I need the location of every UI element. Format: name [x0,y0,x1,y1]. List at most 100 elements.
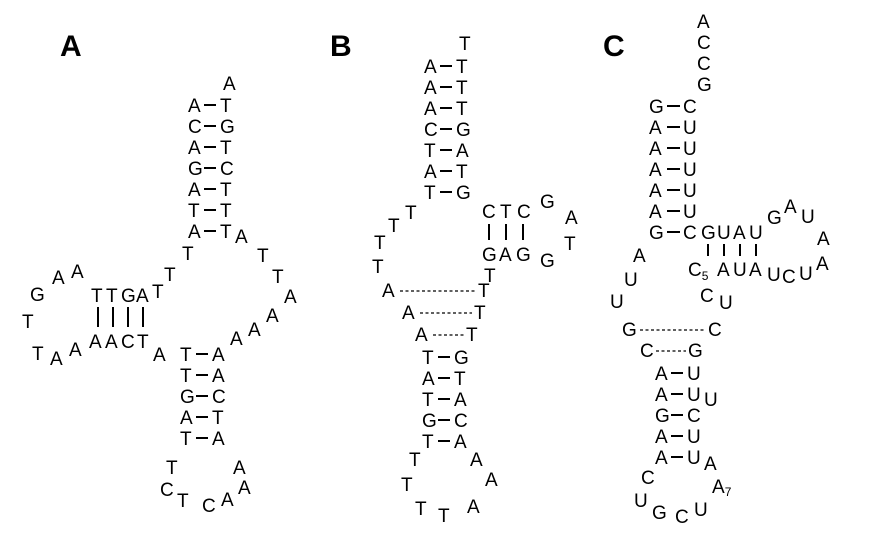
stem-base-left: G [655,406,670,427]
stem-base-right: T [220,138,232,159]
right-arm-stem: C T C G A G [482,202,531,266]
stem-base-bottom: A [749,260,762,281]
stem-base-left: T [180,345,192,366]
loop-nucleotide: C [160,480,174,501]
stem-base-right: G [456,120,471,141]
loop-nucleotide: A [52,268,65,289]
stem-base-bottom: T [137,332,149,353]
loop-nucleotide: A [633,246,646,267]
stem-base-left: C [640,341,654,362]
stem-base-top: G [701,223,716,244]
panel-b: B T A T A T A T C G T A A T T G T [330,30,578,527]
stem-base-left: A [402,303,415,324]
stem-base-right: U [683,202,697,223]
stem-base-bottom: A [717,260,730,281]
stem-base-bottom: A [499,245,512,266]
stem-base-left: A [655,385,668,406]
stem-base-right: U [687,427,701,448]
stem-base-bottom: U [733,260,747,281]
stem-base-right: C [687,406,701,427]
terminal-nucleotide: C [697,54,711,75]
loop-nucleotide: G [767,208,782,229]
loop-nucleotide: A [235,227,248,248]
stem-base-right: G [220,117,235,138]
stem-base-bottom: A [105,332,118,353]
stem-base-left: C [188,117,202,138]
loop-nucleotide: A [266,306,279,327]
stem-base-left: A [655,427,668,448]
top-stem: G C A U A U A U A U A U G C [649,97,697,244]
stem-base-right: U [687,448,701,469]
stem-base-top: T [91,286,103,307]
stem-base-right: T [220,222,232,243]
stem-base-left: A [655,448,668,469]
stem-base-right: T [456,78,468,99]
loop-nucleotide: A [565,208,578,229]
stem-base-right: A [454,390,467,411]
loop-nucleotide: C [202,496,216,517]
right-arm-stem: G U A U C5 A U A [688,223,763,283]
loop-nucleotide: U [610,292,624,313]
stem-base-top: G [121,286,136,307]
stem-base-right: T [456,99,468,120]
terminal-nucleotide: C [697,33,711,54]
terminal-nucleotide: A [697,12,710,33]
tertiary-interactions: A T A T A T [382,281,490,346]
stem-base-left: G [188,159,203,180]
stem-base-left: T [180,366,192,387]
loop-nucleotide: T [272,267,284,288]
loop-nucleotide: T [177,491,189,512]
left-arm-stem: T T G A A A C T [89,286,149,353]
bottom-stem: A U A U G C A U A U [655,364,701,469]
loop-nucleotide: U [704,390,718,411]
loop-nucleotide: A [153,345,166,366]
loop-nucleotide: A [230,329,243,350]
loop-nucleotide: A [248,320,261,341]
stem-base-left: G [180,387,195,408]
stem-base-left: A [188,138,201,159]
loop-nucleotide: A [71,262,84,283]
stem-base-top: T [500,202,512,223]
stem-base-right: T [212,408,224,429]
stem-base-left: A [188,96,201,117]
panel-label-a: A [60,30,82,63]
stem-base-right: C [220,159,234,180]
loop-nucleotide: T [564,234,576,255]
stem-base-right: C [683,223,697,244]
stem-base-top: A [136,286,149,307]
stem-base-left: A [188,222,201,243]
stem-base-right: T [478,281,490,302]
stem-base-left: A [415,325,428,346]
panel-a: A A A T C G A T G C A T T T A T [22,30,297,517]
stem-base-right: T [456,57,468,78]
loop-nucleotide: T [374,233,386,254]
loop-nucleotide: A [704,454,717,475]
loop-nucleotide: T [182,244,194,265]
stem-base-left: G [649,223,664,244]
stem-base-right: C [708,320,722,341]
stem-base-left: T [424,183,436,204]
stem-base-right: G [454,348,469,369]
stem-base-bottom: G [482,245,497,266]
stem-base-right: U [683,118,697,139]
loop-nucleotide: T [22,312,34,333]
loop-nucleotide: A [69,340,82,361]
stem-base-left: G [422,411,437,432]
loop-nucleotide: T [32,344,44,365]
a7-label: A7 [712,477,732,499]
stem-base-left: T [180,429,192,450]
stem-base-left: G [622,320,637,341]
stem-base-right: C [212,387,226,408]
stem-base-right: T [454,369,466,390]
loop-nucleotide: T [388,216,400,237]
stem-base-left: A [649,118,662,139]
loop-nucleotide: T [438,506,450,527]
panel-label-c: C [603,30,625,63]
stem-base-right: C [454,411,468,432]
tertiary-interactions: G C C G [622,320,722,362]
loop-nucleotide: A [816,254,829,275]
stem-base-left: A [424,162,437,183]
stem-base-right: U [683,181,697,202]
loop-nucleotide: A [784,197,797,218]
